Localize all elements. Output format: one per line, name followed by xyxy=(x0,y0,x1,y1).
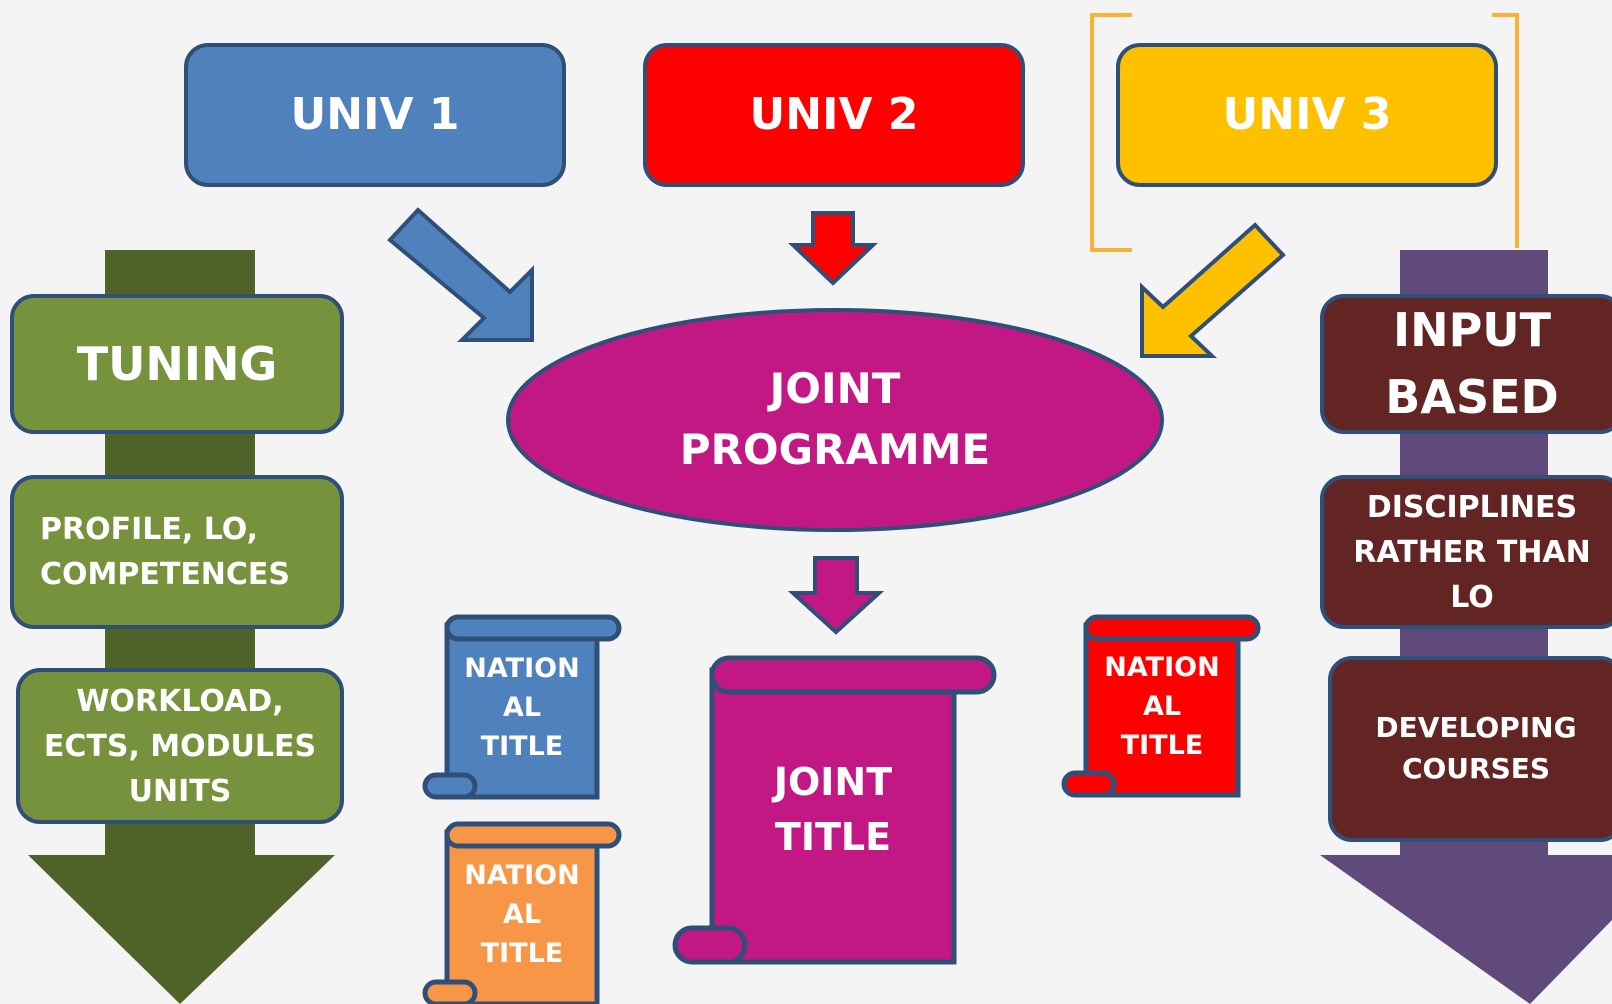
univ3-box xyxy=(1116,43,1498,187)
univ1-box xyxy=(184,43,566,187)
input-based-item-box-2 xyxy=(1328,656,1612,842)
univ1-arrow-icon xyxy=(387,207,534,342)
univ3-bracket xyxy=(1090,13,1519,252)
joint-down-arrow-icon xyxy=(787,556,885,635)
national-title-scroll-blue xyxy=(422,614,622,800)
input-based-title-box xyxy=(1320,294,1612,434)
tuning-title-box xyxy=(10,294,344,434)
input-based-item-box-1 xyxy=(1320,475,1612,629)
joint-programme-ellipse xyxy=(506,308,1164,532)
tuning-item-box-2 xyxy=(16,668,344,824)
univ3-arrow-icon xyxy=(1140,222,1286,358)
univ2-box xyxy=(643,43,1025,187)
tuning-item-box-1 xyxy=(10,475,344,629)
national-title-scroll-orange xyxy=(422,821,622,1004)
joint-title-scroll xyxy=(672,655,997,965)
univ2-arrow-icon xyxy=(787,211,879,286)
national-title-scroll-red xyxy=(1061,614,1261,798)
